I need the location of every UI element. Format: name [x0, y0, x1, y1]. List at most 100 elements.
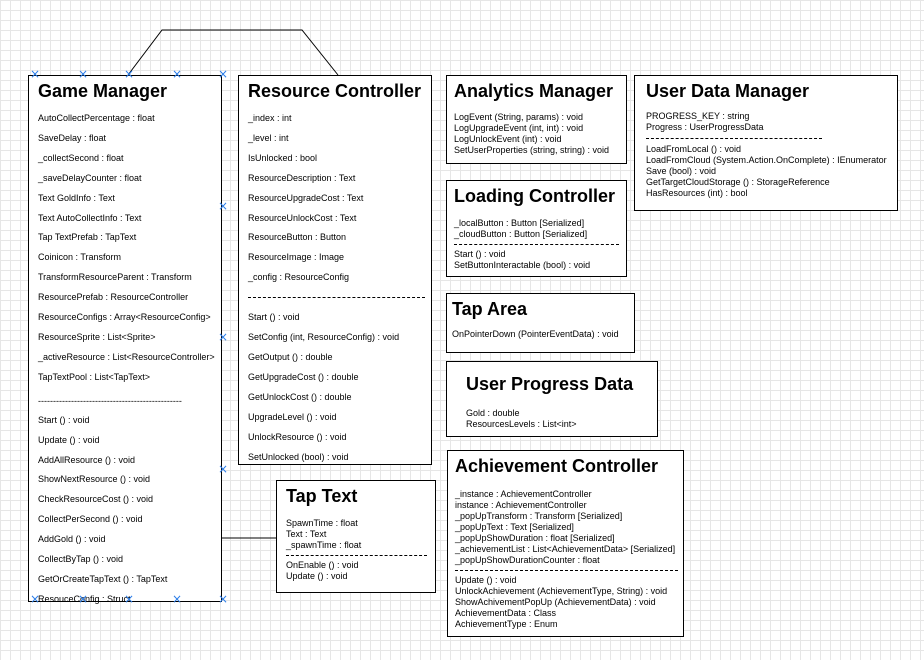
selection-handle-icon[interactable]: × — [172, 67, 183, 81]
class-title: Tap Area — [452, 299, 528, 319]
method-item: Save (bool) : void — [646, 166, 717, 176]
attribute-item: SpawnTime : float — [286, 518, 358, 528]
method-item: AchievementType : Enum — [455, 619, 558, 629]
class-title: Loading Controller — [454, 186, 615, 206]
method-item: ShowNextResource () : void — [38, 474, 151, 485]
attribute-item: ResourceUnlockCost : Text — [248, 212, 357, 223]
class-title: Achievement Controller — [455, 456, 659, 476]
attribute-item: ResourceButton : Button — [248, 232, 347, 243]
method-item: Start () : void — [38, 414, 90, 425]
attribute-item: _popUpText : Text [Serialized] — [455, 522, 574, 532]
class-title: Resource Controller — [248, 81, 422, 101]
attribute-item: TransformResourceParent : Transform — [38, 272, 192, 283]
method-item: GetTargetCloudStorage () : StorageRefere… — [646, 177, 830, 187]
class-resource-controller[interactable]: Resource Controller _index : int_level :… — [238, 75, 432, 465]
method-item: CollectByTap () : void — [38, 554, 124, 565]
class-analytics-manager[interactable]: Analytics Manager LogEvent (String, para… — [446, 75, 627, 164]
method-item: UnlockAchievement (AchievementType, Stri… — [455, 586, 668, 596]
attribute-item: _saveDelayCounter : float — [38, 172, 142, 183]
separator — [646, 138, 822, 139]
attribute-item: _spawnTime : float — [286, 540, 362, 550]
attribute-item: ResourcesLevels : List<int> — [466, 419, 577, 429]
method-item: Start () : void — [454, 249, 506, 259]
class-title: Game Manager — [38, 81, 168, 101]
attribute-item: ResourceUpgradeCost : Text — [248, 192, 364, 203]
separator — [455, 570, 678, 571]
selection-handle-icon[interactable]: × — [124, 67, 135, 81]
method-item: UnlockResource () : void — [248, 431, 347, 442]
class-tap-area[interactable]: Tap Area OnPointerDown (PointerEventData… — [446, 293, 635, 353]
method-list: OnPointerDown (PointerEventData) : void — [452, 329, 634, 340]
selection-handle-icon[interactable]: × — [218, 462, 229, 476]
selection-handle-icon[interactable]: × — [124, 592, 135, 606]
attribute-item: ResourceConfigs : Array<ResourceConfig> — [38, 312, 211, 323]
method-item: ResouceConfig : Struct — [38, 593, 131, 604]
attribute-item: ResourceSprite : List<Sprite> — [38, 331, 156, 342]
attribute-item: TapTextPool : List<TapText> — [38, 371, 151, 382]
class-loading-controller[interactable]: Loading Controller _localButton : Button… — [446, 180, 627, 277]
attribute-item: Text GoldInfo : Text — [38, 192, 115, 203]
attribute-item: SaveDelay : float — [38, 132, 107, 143]
method-item: GetUpgradeCost () : double — [248, 371, 359, 382]
selection-handle-icon[interactable]: × — [78, 67, 89, 81]
selection-handle-icon[interactable]: × — [172, 592, 183, 606]
attribute-item: AutoCollectPercentage : float — [38, 113, 155, 123]
class-achievement-controller[interactable]: Achievement Controller _instance : Achie… — [447, 450, 684, 637]
selection-handle-icon[interactable]: × — [78, 592, 89, 606]
association-gm-rc — [127, 29, 339, 76]
method-item: GetOutput () : double — [248, 351, 333, 362]
class-game-manager[interactable]: Game Manager AutoCollectPercentage : flo… — [28, 75, 222, 604]
attribute-item: ResourcePrefab : ResourceController — [38, 292, 189, 303]
method-item: LogEvent (String, params) : void — [454, 112, 584, 122]
method-item: LoadFromCloud (System.Action.OnComplete)… — [646, 155, 887, 165]
class-title: User Progress Data — [466, 374, 634, 394]
attribute-item: Tap TextPrefab : TapText — [38, 232, 137, 243]
attribute-item: _config : ResourceConfig — [248, 272, 350, 283]
method-item: Update () : void — [455, 575, 517, 585]
method-item: AddAllResource () : void — [38, 454, 136, 465]
method-item: CheckResourceCost () : void — [38, 494, 154, 505]
selection-handle-icon[interactable]: × — [30, 592, 41, 606]
method-item: GetUnlockCost () : double — [248, 391, 352, 402]
attribute-item: _collectSecond : float — [38, 152, 124, 163]
method-item: CollectPerSecond () : void — [38, 514, 143, 525]
selection-handle-icon[interactable]: × — [218, 199, 229, 213]
class-title: User Data Manager — [646, 81, 810, 101]
selection-handle-icon[interactable]: × — [218, 67, 229, 81]
method-item: SetUserProperties (string, string) : voi… — [454, 145, 610, 155]
attribute-item: _instance : AchievementController — [455, 489, 592, 499]
method-item: UpgradeLevel () : void — [248, 411, 337, 422]
selection-handle-icon[interactable]: × — [218, 592, 229, 606]
selection-handle-icon[interactable]: × — [218, 330, 229, 344]
method-item: OnPointerDown (PointerEventData) : void — [452, 329, 619, 339]
attribute-item: Text : Text — [286, 529, 327, 539]
method-item: SetUnlocked (bool) : void — [248, 451, 349, 462]
attribute-item: ResourceImage : Image — [248, 252, 345, 263]
attribute-item: _cloudButton : Button [Serialized] — [454, 229, 588, 239]
method-item: Update () : void — [38, 434, 100, 445]
method-item: AchievementData : Class — [455, 608, 557, 618]
separator — [248, 297, 425, 299]
method-item: GetOrCreateTapText () : TapText — [38, 573, 168, 584]
attribute-item: _activeResource : List<ResourceControlle… — [38, 351, 215, 362]
class-title: Tap Text — [286, 486, 358, 506]
attribute-item: _popUpShowDurationCounter : float — [455, 555, 600, 565]
attribute-list: _localButton : Button [Serialized]_cloud… — [454, 218, 626, 240]
selection-handle-icon[interactable]: × — [30, 67, 41, 81]
method-item: LoadFromLocal () : void — [646, 144, 742, 154]
attribute-item: IsUnlocked : bool — [248, 152, 318, 163]
attribute-item: Gold : double — [466, 408, 520, 418]
method-item: LogUpgradeEvent (int, int) : void — [454, 123, 584, 133]
